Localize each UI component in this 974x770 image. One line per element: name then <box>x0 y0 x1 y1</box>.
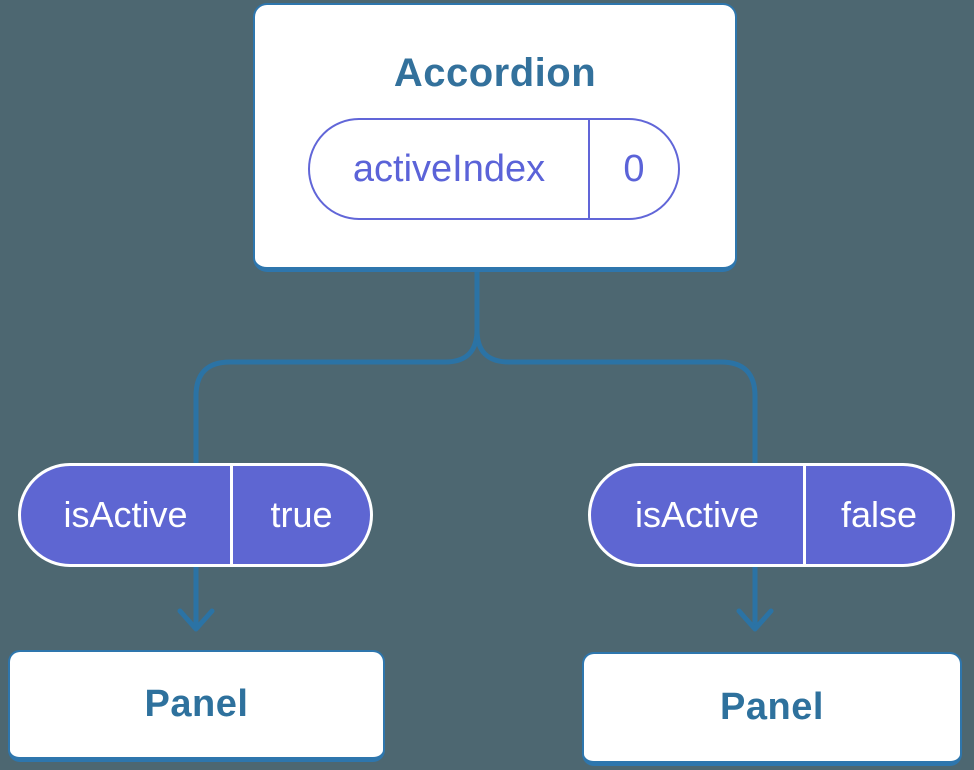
prop-pill-isactive-true: isActive true <box>18 463 373 567</box>
prop-name-label: isActive <box>591 466 806 564</box>
state-value-label: 0 <box>623 147 645 190</box>
connector-branch-left <box>193 262 480 627</box>
panel-title: Panel <box>144 683 249 725</box>
panel-title: Panel <box>720 686 824 728</box>
prop-name-label: isActive <box>21 466 233 564</box>
accordion-component-box: Accordion activeIndex 0 <box>253 3 737 272</box>
state-name-label: activeIndex <box>310 120 590 218</box>
prop-value-label: true <box>270 494 333 535</box>
panel-component-box-right: Panel <box>582 652 962 766</box>
state-pill-activeindex: activeIndex 0 <box>308 118 680 220</box>
connector-branch-right <box>474 262 758 627</box>
panel-component-box-left: Panel <box>8 650 385 762</box>
arrow-down-icon <box>736 608 774 632</box>
arrow-down-icon <box>177 608 215 632</box>
accordion-title: Accordion <box>393 51 597 95</box>
prop-value-label: false <box>840 494 918 535</box>
prop-pill-isactive-false: isActive false <box>588 463 955 567</box>
